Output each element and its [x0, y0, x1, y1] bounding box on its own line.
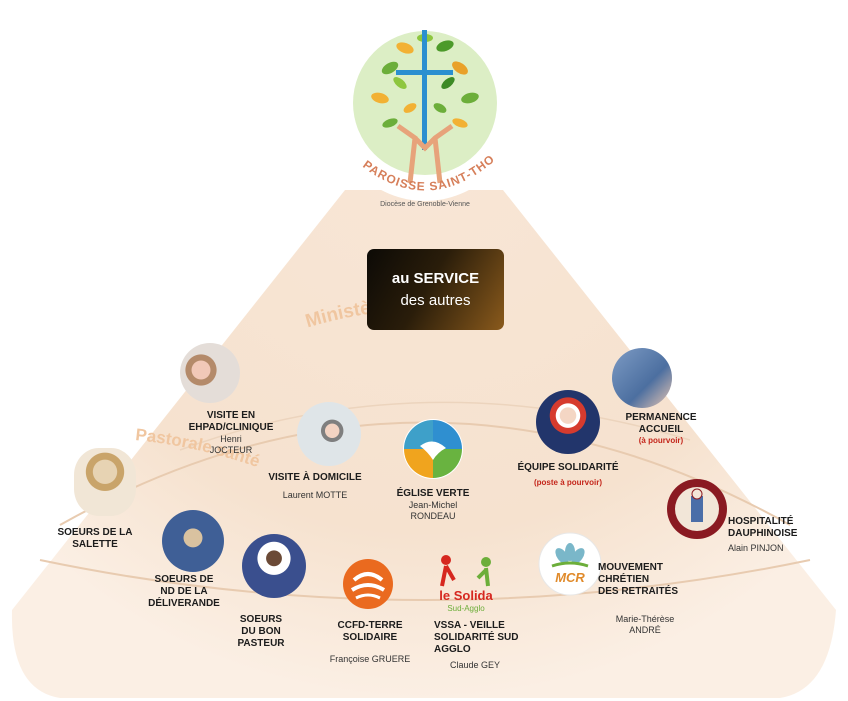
node-title: MOUVEMENT — [598, 562, 663, 573]
node-title: SOLIDARITÉ SUD — [434, 632, 519, 643]
tree-leaves-icon — [371, 34, 479, 128]
node-note: (poste à pourvoir) — [533, 478, 602, 487]
arc-line-inner — [39, 559, 811, 601]
node-soeurs-nd: SOEURS DE ND DE LA DÉLIVERANDE — [132, 574, 236, 610]
node-title: VISITE EN — [206, 410, 256, 421]
welcome-desk-photo — [612, 348, 672, 408]
vssa-logo: le Solida Sud-Agglo — [439, 555, 493, 613]
home-visit-photo — [297, 402, 361, 466]
service-box: au SERVICE des autres — [367, 249, 504, 330]
service-line1: au SERVICE — [391, 269, 480, 287]
arc-line-mid — [179, 401, 691, 451]
ccfd-logo — [343, 559, 393, 609]
node-title: ACCUEIL — [638, 424, 684, 435]
node-visite-domicile: VISITE À DOMICILE Laurent MOTTE — [250, 472, 380, 501]
node-title: ÉGLISE VERTE — [396, 488, 470, 499]
svg-text:Diocèse de Grenoble-Vienne: Diocèse de Grenoble-Vienne — [380, 201, 470, 208]
hospitalite-logo — [667, 479, 727, 539]
node-person: Françoise GRUERE — [329, 654, 411, 664]
node-person: JOCTEUR — [209, 445, 253, 455]
nd-deliverande-photo — [162, 510, 224, 572]
node-title: DES RETRAITÉS — [598, 586, 679, 597]
node-person: RONDEAU — [410, 511, 456, 521]
node-title: ÉQUIPE SOLIDARITÉ — [517, 462, 619, 473]
node-soeurs-salette: SOEURS DE LA SALETTE — [40, 527, 150, 551]
node-title: AGGLO — [434, 644, 471, 655]
bon-pasteur-photo — [242, 534, 306, 598]
eglise-verte-logo — [403, 419, 463, 479]
svg-text:le Solida: le Solida — [439, 588, 493, 603]
node-eglise-verte: ÉGLISE VERTE Jean-Michel RONDEAU — [378, 488, 488, 522]
node-equipe-solidarite: ÉQUIPE SOLIDARITÉ (poste à pourvoir) — [508, 462, 628, 488]
node-person: Claude GEY — [450, 660, 501, 670]
node-person: Laurent MOTTE — [282, 490, 348, 500]
node-person: Henri — [220, 434, 242, 444]
service-line2: des autres — [400, 291, 471, 309]
node-title: SOEURS DE — [154, 574, 214, 585]
node-title: PASTEUR — [237, 638, 285, 649]
mcr-logo: MCR — [538, 532, 602, 596]
node-title: CHRÉTIEN — [598, 574, 650, 585]
node-title: VISITE À DOMICILE — [268, 472, 362, 483]
salette-statue-photo — [74, 448, 136, 516]
dove-icon — [420, 441, 446, 460]
node-title: VSSA - VEILLE — [434, 620, 505, 631]
node-title: DU BON — [241, 626, 281, 637]
node-vssa: VSSA - VEILLE SOLIDARITÉ SUD AGGLO Claud… — [434, 620, 544, 671]
node-permanence-accueil: PERMANENCE ACCUEIL (à pourvoir) — [616, 412, 706, 446]
svg-text:Sud-Agglo: Sud-Agglo — [447, 604, 485, 613]
svg-text:MCR: MCR — [555, 570, 585, 585]
solidarity-team-photo — [536, 390, 600, 454]
node-mcr-person: Marie-Thérèse ANDRÉ — [598, 614, 692, 636]
node-title: PERMANENCE — [625, 412, 697, 423]
cross-icon — [422, 30, 427, 150]
ehpad-visit-photo — [180, 343, 240, 403]
node-person: ANDRÉ — [629, 625, 661, 635]
node-person: Alain PINJON — [728, 543, 784, 553]
node-title: HOSPITALITÉ — [728, 516, 794, 527]
node-visite-ehpad: VISITE EN EHPAD/CLINIQUE Henri JOCTEUR — [176, 410, 286, 456]
node-note: (à pourvoir) — [638, 436, 684, 445]
node-person: Jean-Michel — [408, 500, 458, 510]
node-title: EHPAD/CLINIQUE — [188, 422, 274, 433]
node-mcr: MOUVEMENT CHRÉTIEN DES RETRAITÉS — [598, 562, 692, 598]
node-title: SOLIDAIRE — [342, 632, 398, 643]
node-title: SALETTE — [72, 539, 118, 550]
node-title: DAUPHINOISE — [728, 528, 798, 539]
parish-logo: PAROISSE SAINT-THOMAS Diocèse de Grenobl… — [330, 8, 518, 208]
node-title: ND DE LA — [160, 586, 208, 597]
node-person: Marie-Thérèse — [615, 614, 675, 624]
node-ccfd: CCFD-TERRE SOLIDAIRE Françoise GRUERE — [320, 620, 420, 665]
node-hospitalite: HOSPITALITÉ DAUPHINOISE Alain PINJON — [728, 516, 820, 554]
node-title: SOEURS DE LA — [57, 527, 133, 538]
node-title: SOEURS — [239, 614, 283, 625]
node-soeurs-bon-pasteur: SOEURS DU BON PASTEUR — [226, 614, 296, 650]
node-title: CCFD-TERRE — [337, 620, 403, 631]
node-title: DÉLIVERANDE — [148, 598, 220, 609]
